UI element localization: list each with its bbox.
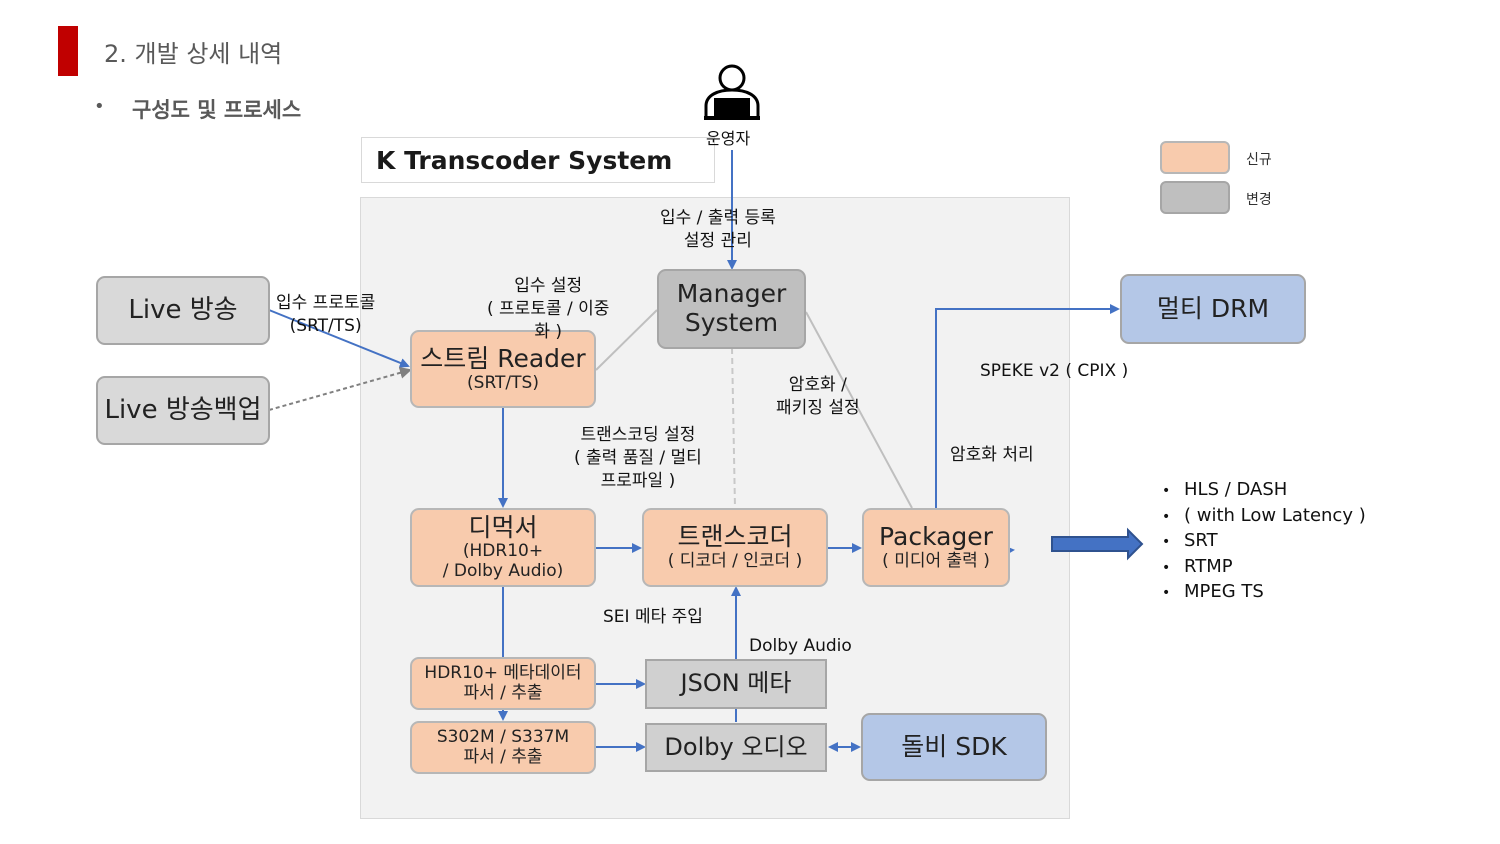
title-accent-bar xyxy=(58,26,78,76)
ingest-setting-label: 입수 설정 ( 프로토콜 / 이중 화 ) xyxy=(487,275,609,344)
dolby-audio-box-label: Dolby 오디오 xyxy=(664,732,808,761)
demuxer-subtitle-1: (HDR10+ xyxy=(462,541,544,562)
output-item: •( with Low Latency ) xyxy=(1162,504,1366,530)
ingest-protocol-label: 입수 프로토콜 (SRT/TS) xyxy=(276,292,375,338)
output-bullet: • xyxy=(1162,483,1171,499)
hdr-parser-line1: HDR10+ 메타데이터 xyxy=(424,662,582,683)
output-bullet: • xyxy=(1162,559,1171,576)
dolby-sdk-box: 돌비 SDK xyxy=(861,713,1047,781)
packager-title: Packager xyxy=(879,522,993,552)
output-item: •MPEG TS xyxy=(1162,580,1366,606)
reader-title: 스트림 Reader xyxy=(420,343,586,373)
output-item: •SRT xyxy=(1162,529,1366,555)
demuxer-box: 디먹서 (HDR10+ / Dolby Audio) xyxy=(410,508,596,587)
operator-person-icon xyxy=(704,64,760,120)
manager-reader-link xyxy=(595,309,658,371)
output-format-list: •HLS / DASH •( with Low Latency ) •SRT •… xyxy=(1162,478,1366,606)
ingest-register-label: 입수 / 출력 등록 설정 관리 xyxy=(660,207,776,253)
encryption-line2: 패키징 설정 xyxy=(776,397,860,418)
manager-label-line2: System xyxy=(684,308,779,337)
stream-reader-box: 스트림 Reader (SRT/TS) xyxy=(410,330,596,408)
transcoder-box: 트랜스코더 ( 디코더 / 인코더 ) xyxy=(642,508,828,587)
transcoder-subtitle: ( 디코더 / 인코더 ) xyxy=(667,551,803,572)
demuxer-title: 디먹서 xyxy=(468,512,538,542)
demuxer-subtitle-2: / Dolby Audio) xyxy=(442,560,564,581)
sei-inject-label: SEI 메타 주입 xyxy=(603,607,703,627)
live-broadcast-box: Live 방송 xyxy=(96,276,270,345)
dolby-audio-box: Dolby 오디오 xyxy=(645,723,827,772)
multi-drm-box: 멀티 DRM xyxy=(1120,274,1306,344)
json-meta-label: JSON 메타 xyxy=(680,669,792,698)
manager-label-line1: Manager xyxy=(676,279,787,309)
ingest-protocol-line2: (SRT/TS) xyxy=(289,315,362,336)
transcoding-setting-line3: 프로파일 ) xyxy=(600,470,676,491)
system-title: K Transcoder System xyxy=(361,137,715,183)
output-item: •RTMP xyxy=(1162,555,1366,581)
live-to-reader-arrow xyxy=(268,309,410,368)
hdr-parser-line2: 파서 / 추출 xyxy=(463,682,543,703)
output-bullet: • xyxy=(1162,508,1171,525)
ingest-setting-line2: ( 프로토콜 / 이중 xyxy=(487,298,610,319)
output-block-arrow xyxy=(1051,527,1144,561)
output-bullet: • xyxy=(1162,585,1171,601)
live-backup-label: Live 방송백업 xyxy=(104,394,262,425)
encryption-line1: 암호화 / xyxy=(788,375,847,395)
legend-swatch-new xyxy=(1160,141,1230,174)
reader-subtitle: (SRT/TS) xyxy=(467,372,539,393)
json-meta-box: JSON 메타 xyxy=(645,659,827,709)
transcoder-title: 트랜스코더 xyxy=(677,522,793,552)
transcoding-setting-line1: 트랜스코딩 설정 xyxy=(580,425,696,445)
manager-packager-link xyxy=(805,311,913,509)
speke-label: SPEKE v2 ( CPIX ) xyxy=(980,361,1129,381)
manager-system-box: Manager System xyxy=(657,269,806,349)
page-subtitle: 구성도 및 프로세스 xyxy=(132,98,302,122)
backup-to-reader-arrow xyxy=(268,366,412,411)
transcoding-setting-label: 트랜스코딩 설정 ( 출력 품질 / 멀티 프로파일 ) xyxy=(574,424,702,493)
ingest-register-line1: 입수 / 출력 등록 xyxy=(660,208,776,228)
output-bullet: • xyxy=(1162,534,1171,550)
output-item: •HLS / DASH xyxy=(1162,478,1366,504)
live-broadcast-label: Live 방송 xyxy=(128,294,238,325)
legend-swatch-changed xyxy=(1160,181,1230,214)
subtitle-bullet: • xyxy=(94,96,105,117)
packager-box: Packager ( 미디어 출력 ) xyxy=(862,508,1010,587)
page-title: 2. 개발 상세 내역 xyxy=(104,40,283,68)
s302-parser-line2: 파서 / 추출 xyxy=(463,746,543,767)
s302-parser-box: S302M / S337M 파서 / 추출 xyxy=(410,721,596,774)
ingest-register-line2: 설정 관리 xyxy=(683,230,752,251)
dolby-audio-edge-label: Dolby Audio xyxy=(749,636,852,656)
operator-label: 운영자 xyxy=(706,129,751,148)
ingest-setting-line1: 입수 설정 xyxy=(514,276,583,296)
manager-transcoder-link xyxy=(731,347,736,509)
packager-subtitle: ( 미디어 출력 ) xyxy=(882,551,990,572)
ingest-setting-line3: 화 ) xyxy=(534,321,563,342)
ingest-protocol-line1: 입수 프로토콜 xyxy=(276,293,376,313)
dolby-sdk-label: 돌비 SDK xyxy=(901,731,1007,761)
legend-label-new: 신규 xyxy=(1246,152,1272,168)
hdr-parser-box: HDR10+ 메타데이터 파서 / 추출 xyxy=(410,657,596,710)
live-backup-box: Live 방송백업 xyxy=(96,376,270,445)
encryption-packaging-label: 암호화 / 패키징 설정 xyxy=(776,374,860,420)
s302-parser-line1: S302M / S337M xyxy=(436,726,570,747)
encryption-process-label: 암호화 처리 xyxy=(950,445,1034,465)
legend-label-changed: 변경 xyxy=(1246,192,1272,208)
multi-drm-label: 멀티 DRM xyxy=(1156,293,1270,323)
packager-to-drm-arrow xyxy=(935,304,1120,508)
transcoding-setting-line2: ( 출력 품질 / 멀티 xyxy=(574,447,702,468)
